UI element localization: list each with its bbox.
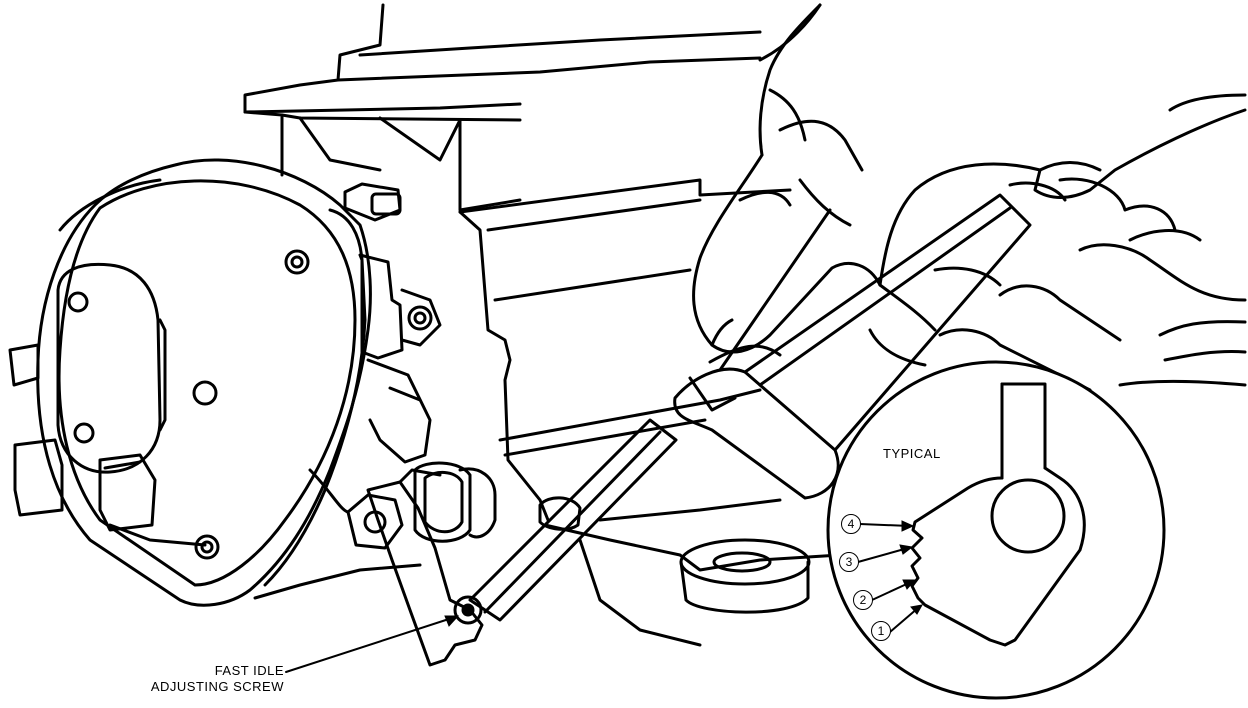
cam-step-3-badge: 3: [839, 552, 859, 572]
base-flange: [538, 496, 842, 647]
typical-label: TYPICAL: [883, 446, 941, 461]
screwdriver: [468, 193, 1032, 622]
fast-idle-linkage: [308, 253, 497, 667]
cam-step-1-badge: 1: [871, 621, 891, 641]
fast-idle-label-line1: FAST IDLE: [214, 663, 284, 678]
fast-idle-label-line2: ADJUSTING SCREW: [150, 679, 284, 694]
typical-cam-inset: [826, 360, 1166, 700]
cam-step-2-badge: 2: [853, 590, 873, 610]
carburetor-body: [243, 3, 792, 522]
hand: [692, 3, 1247, 392]
fast-idle-leader: [285, 615, 460, 673]
fast-idle-adjusting-screw-label: FAST IDLE ADJUSTING SCREW: [120, 663, 284, 695]
choke-housing: [8, 158, 422, 607]
cam-step-4-badge: 4: [841, 514, 861, 534]
